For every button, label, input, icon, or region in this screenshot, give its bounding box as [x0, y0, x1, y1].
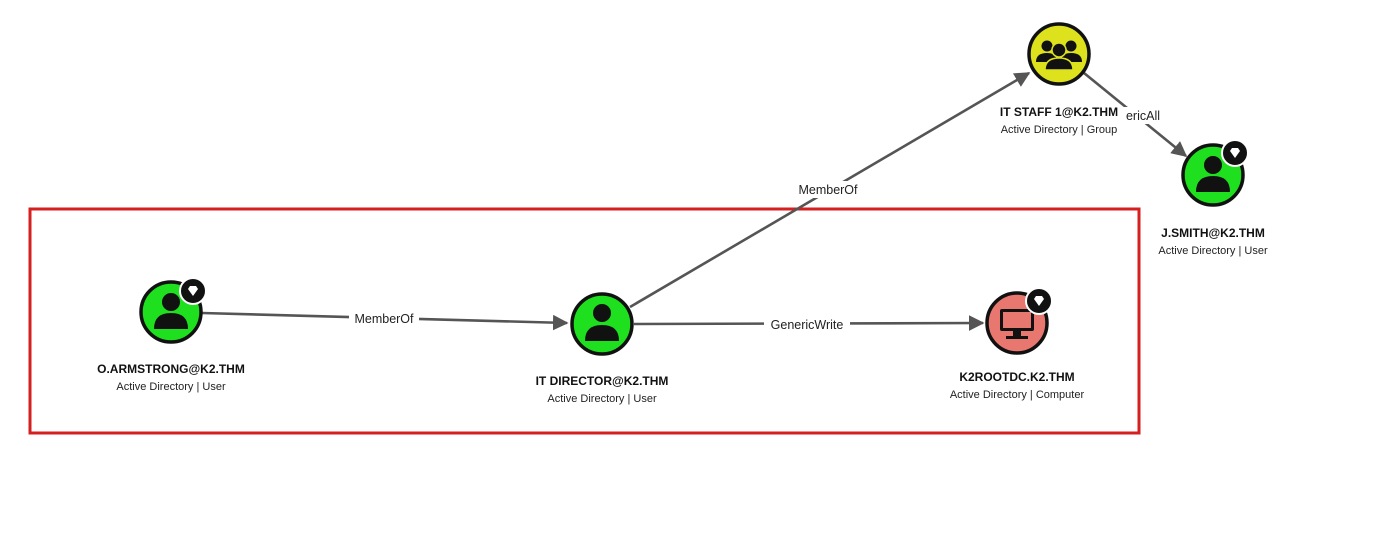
node-k2rootdc[interactable]: K2ROOTDC.K2.THM Active Directory | Compu… [950, 287, 1085, 401]
diamond-badge-icon [179, 277, 207, 305]
edge-director-itstaff[interactable]: MemberOf [629, 71, 1031, 309]
diamond-badge-icon [1025, 287, 1053, 315]
edge-label: MemberOf [798, 183, 858, 197]
edge-armstrong-director[interactable]: MemberOf [201, 310, 569, 331]
node-type: Active Directory | User [1158, 245, 1268, 257]
node-type: Active Directory | Computer [950, 389, 1085, 401]
diamond-badge-icon [1221, 139, 1249, 167]
node-armstrong[interactable]: O.ARMSTRONG@K2.THM Active Directory | Us… [97, 277, 245, 393]
edge-label: MemberOf [354, 312, 414, 326]
node-name: J.SMITH@K2.THM [1161, 226, 1265, 240]
user-icon [585, 304, 619, 341]
group-icon [1036, 40, 1082, 71]
node-name: IT STAFF 1@K2.THM [1000, 105, 1118, 119]
node-it-staff[interactable]: IT STAFF 1@K2.THM Active Directory | Gro… [1000, 22, 1118, 136]
node-type: Active Directory | User [547, 393, 657, 405]
highlight-box [28, 207, 1141, 435]
user-icon [1196, 156, 1230, 192]
node-type: Active Directory | User [116, 381, 226, 393]
node-jsmith[interactable]: J.SMITH@K2.THM Active Directory | User [1158, 139, 1268, 257]
edge-director-k2rootdc[interactable]: GenericWrite [633, 315, 985, 333]
edges-layer: MemberOf GenericWrite MemberOf ericAll [201, 71, 1188, 333]
node-name: K2ROOTDC.K2.THM [959, 370, 1074, 384]
computer-icon [1000, 309, 1034, 339]
user-icon [154, 293, 188, 329]
node-type: Active Directory | Group [1001, 124, 1118, 136]
edge-label: ericAll [1126, 109, 1160, 123]
node-name: O.ARMSTRONG@K2.THM [97, 362, 245, 376]
edge-label: GenericWrite [771, 318, 844, 332]
edge-itstaff-jsmith[interactable]: ericAll [1083, 71, 1188, 158]
node-name: IT DIRECTOR@K2.THM [536, 374, 669, 388]
node-it-director[interactable]: IT DIRECTOR@K2.THM Active Directory | Us… [536, 292, 669, 405]
